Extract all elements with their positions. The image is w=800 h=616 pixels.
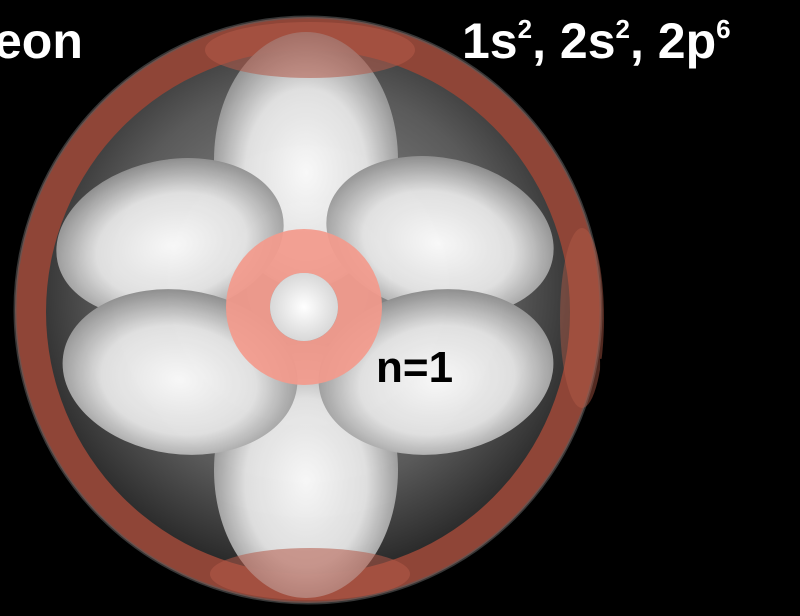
config-term-3: 2p	[657, 13, 717, 69]
config-sep-1: ,	[532, 13, 560, 69]
shell-cap-top	[205, 22, 415, 78]
lobe-upper-left	[56, 158, 284, 318]
electron-configuration: 1s2, 2s2, 2p6	[462, 16, 731, 66]
config-sup-3: 6	[716, 14, 731, 44]
config-sup-1: 2	[517, 14, 533, 44]
config-term-1: 1s	[462, 13, 518, 69]
inner-shell-n1	[226, 229, 382, 385]
config-sep-2: ,	[629, 13, 658, 69]
outer-shell-rim	[13, 15, 603, 605]
lobe-upper-right	[326, 156, 554, 316]
nucleus-center	[270, 273, 338, 341]
shell-cap-right	[560, 228, 604, 408]
config-sup-2: 2	[615, 14, 630, 44]
element-name-fragment: eon	[0, 13, 83, 69]
config-term-2: 2s	[559, 13, 616, 69]
shell-cap-bottom	[210, 548, 410, 600]
shell-label-n2: n=2	[597, 343, 675, 392]
shell-label-n1: n=1	[376, 343, 454, 392]
